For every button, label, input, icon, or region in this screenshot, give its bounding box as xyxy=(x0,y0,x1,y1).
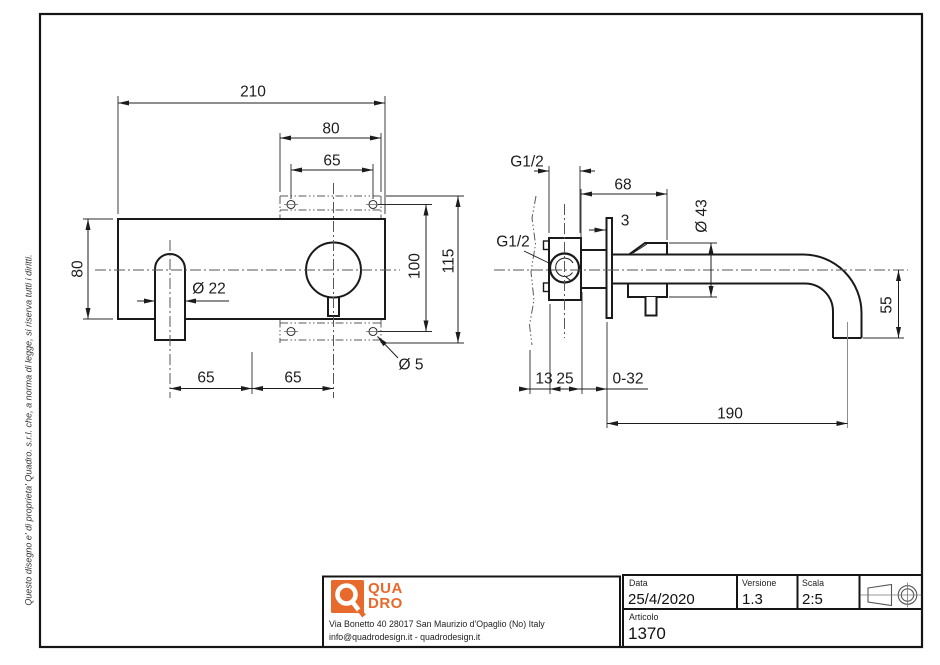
dim-center-to-handle: 65 xyxy=(284,369,302,387)
dim-holes-vertical: 100 xyxy=(406,253,424,279)
quadro-logo xyxy=(331,580,371,620)
wordmark-line1: QUA xyxy=(368,580,403,597)
dim-plate-thickness: 3 xyxy=(620,212,630,230)
dim-width-total: 210 xyxy=(240,83,266,101)
dimension-lines xyxy=(85,100,901,426)
dim-body-height: 80 xyxy=(69,260,87,278)
ownership-note: Questo disegno e' di proprieta' Quadro. … xyxy=(23,254,34,606)
wordmark-line2: DRO xyxy=(368,594,403,612)
quadro-wordmark: QUA DRO xyxy=(368,580,403,612)
mounting-holes xyxy=(284,199,380,337)
dim-trim-length: 68 xyxy=(614,176,632,194)
data-value: 25/4/2020 xyxy=(628,591,695,608)
dim-holes-spacing: 65 xyxy=(323,152,341,170)
articolo-label: Articolo xyxy=(629,612,659,622)
dim-spout-diameter: Ø 22 xyxy=(192,280,226,298)
dim-trim-diameter: Ø 43 xyxy=(693,199,711,233)
dim-drop-height: 55 xyxy=(878,296,896,314)
dim-screw-diameter: Ø 5 xyxy=(398,356,424,374)
first-angle-projection-icon xyxy=(860,582,921,608)
quadro-logo-icon xyxy=(331,580,366,618)
center-lines xyxy=(95,183,908,398)
dim-body-depth: 25 xyxy=(556,370,574,388)
articolo-value: 1370 xyxy=(628,624,666,643)
dim-bracket-width: 80 xyxy=(322,120,340,138)
scala-value: 2:5 xyxy=(802,591,823,608)
dim-inlet-thread-side: G1/2 xyxy=(496,233,530,251)
dim-inlet-thread-top: G1/2 xyxy=(510,153,544,171)
dim-height-total: 115 xyxy=(440,248,458,274)
scala-label: Scala xyxy=(802,578,825,588)
extension-lines xyxy=(83,96,904,428)
data-label: Data xyxy=(629,578,648,588)
side-view-geometry xyxy=(542,217,863,339)
front-view-geometry xyxy=(117,218,386,341)
versione-value: 1.3 xyxy=(742,591,763,608)
versione-label: Versione xyxy=(742,578,777,588)
title-block-rules xyxy=(322,574,923,648)
dim-wall-min: 13 xyxy=(535,370,553,388)
phantom-lines xyxy=(279,195,537,346)
dim-spout-to-center: 65 xyxy=(197,369,215,387)
dim-spout-reach: 190 xyxy=(717,405,743,423)
address-line1: Via Bonetto 40 28017 San Maurizio d'Opag… xyxy=(329,619,545,629)
address-line2: info@quadrodesign.it - quadrodesign.it xyxy=(329,632,481,642)
dim-adjust-range: 0-32 xyxy=(612,370,644,388)
